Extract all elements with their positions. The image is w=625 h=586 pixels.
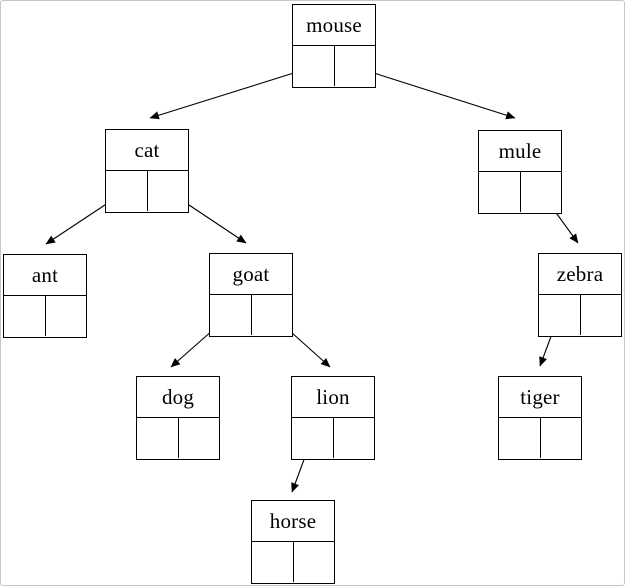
pointer-cells: [4, 296, 86, 336]
node-label: tiger: [499, 377, 581, 418]
left-pointer-cell: [106, 171, 148, 211]
right-pointer-cell: [178, 418, 219, 458]
node-label: horse: [252, 501, 334, 542]
right-pointer-cell: [334, 46, 375, 86]
pointer-cells: [252, 542, 334, 582]
tree-node-cat: cat: [105, 129, 189, 213]
right-pointer-cell: [540, 418, 581, 458]
left-pointer-cell: [252, 542, 294, 582]
right-pointer-cell: [251, 295, 292, 335]
tree-node-tiger: tiger: [498, 376, 582, 460]
pointer-cells: [292, 418, 374, 458]
tree-node-goat: goat: [209, 253, 293, 337]
right-pointer-cell: [520, 172, 561, 212]
arrow-mouse-to-cat: [149, 66, 314, 120]
pointer-cells: [137, 418, 219, 458]
left-pointer-cell: [4, 296, 46, 336]
arrow-mouse-to-mule: [354, 66, 516, 120]
pointer-cells: [293, 46, 375, 86]
tree-node-mouse: mouse: [292, 4, 376, 88]
tree-node-zebra: zebra: [538, 253, 622, 337]
node-label: ant: [4, 255, 86, 296]
node-label: lion: [292, 377, 374, 418]
left-pointer-cell: [210, 295, 252, 335]
pointer-cells: [539, 295, 621, 335]
left-pointer-cell: [479, 172, 521, 212]
node-label: dog: [137, 377, 219, 418]
pointer-cells: [479, 172, 561, 212]
pointer-cells: [106, 171, 188, 211]
tree-node-ant: ant: [3, 254, 87, 338]
left-pointer-cell: [137, 418, 179, 458]
right-pointer-cell: [147, 171, 188, 211]
node-label: mule: [479, 131, 561, 172]
left-pointer-cell: [499, 418, 541, 458]
right-pointer-cell: [45, 296, 86, 336]
node-label: zebra: [539, 254, 621, 295]
node-label: goat: [210, 254, 292, 295]
pointer-cells: [499, 418, 581, 458]
pointer-cells: [210, 295, 292, 335]
tree-node-lion: lion: [291, 376, 375, 460]
node-label: cat: [106, 130, 188, 171]
tree-node-dog: dog: [136, 376, 220, 460]
left-pointer-cell: [292, 418, 334, 458]
right-pointer-cell: [333, 418, 374, 458]
right-pointer-cell: [580, 295, 621, 335]
node-label: mouse: [293, 5, 375, 46]
left-pointer-cell: [293, 46, 335, 86]
tree-node-mule: mule: [478, 130, 562, 214]
tree-node-horse: horse: [251, 500, 335, 584]
left-pointer-cell: [539, 295, 581, 335]
right-pointer-cell: [293, 542, 334, 582]
